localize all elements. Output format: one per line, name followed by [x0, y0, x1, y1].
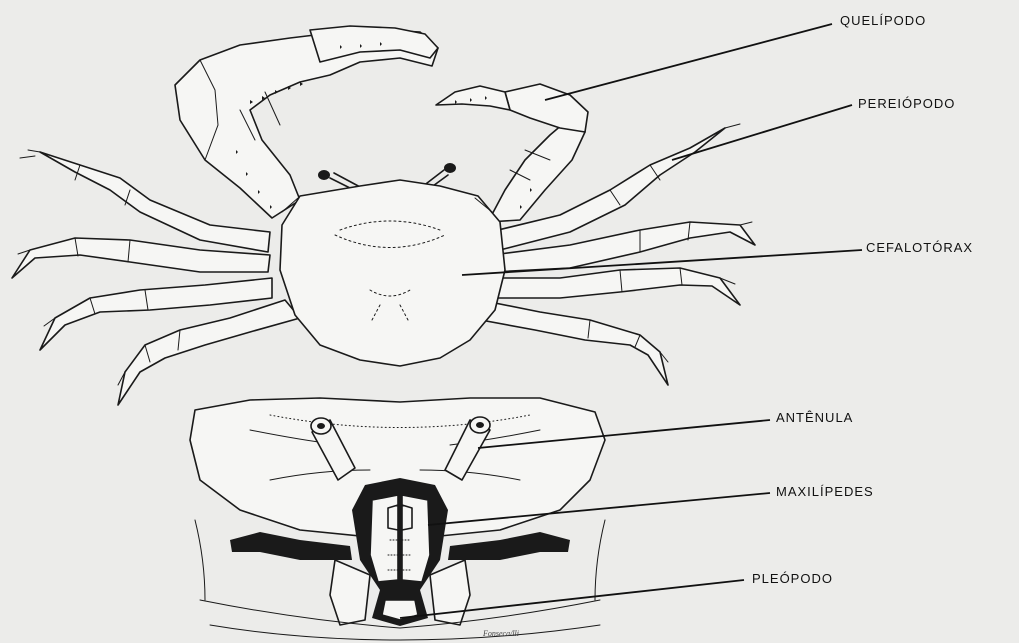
label-pleopodo: PLEÓPODO	[752, 571, 833, 586]
crab-dorsal-view	[12, 26, 755, 405]
label-quelipodo: QUELÍPODO	[840, 13, 926, 28]
label-antenula: ANTÊNULA	[776, 410, 853, 425]
crab-frontal-view	[190, 398, 605, 640]
carapace	[280, 180, 505, 366]
label-maxilipedes: MAXILÍPEDES	[776, 484, 874, 499]
right-walking-legs	[470, 124, 755, 385]
leader-pereiopodo	[672, 105, 852, 160]
label-pereiopodo: PEREIÓPODO	[858, 96, 955, 111]
leader-quelipodo	[545, 24, 832, 100]
label-cefalotorax: CEFALOTÓRAX	[866, 240, 973, 255]
artist-signature: Fonseca/lli	[483, 629, 519, 638]
